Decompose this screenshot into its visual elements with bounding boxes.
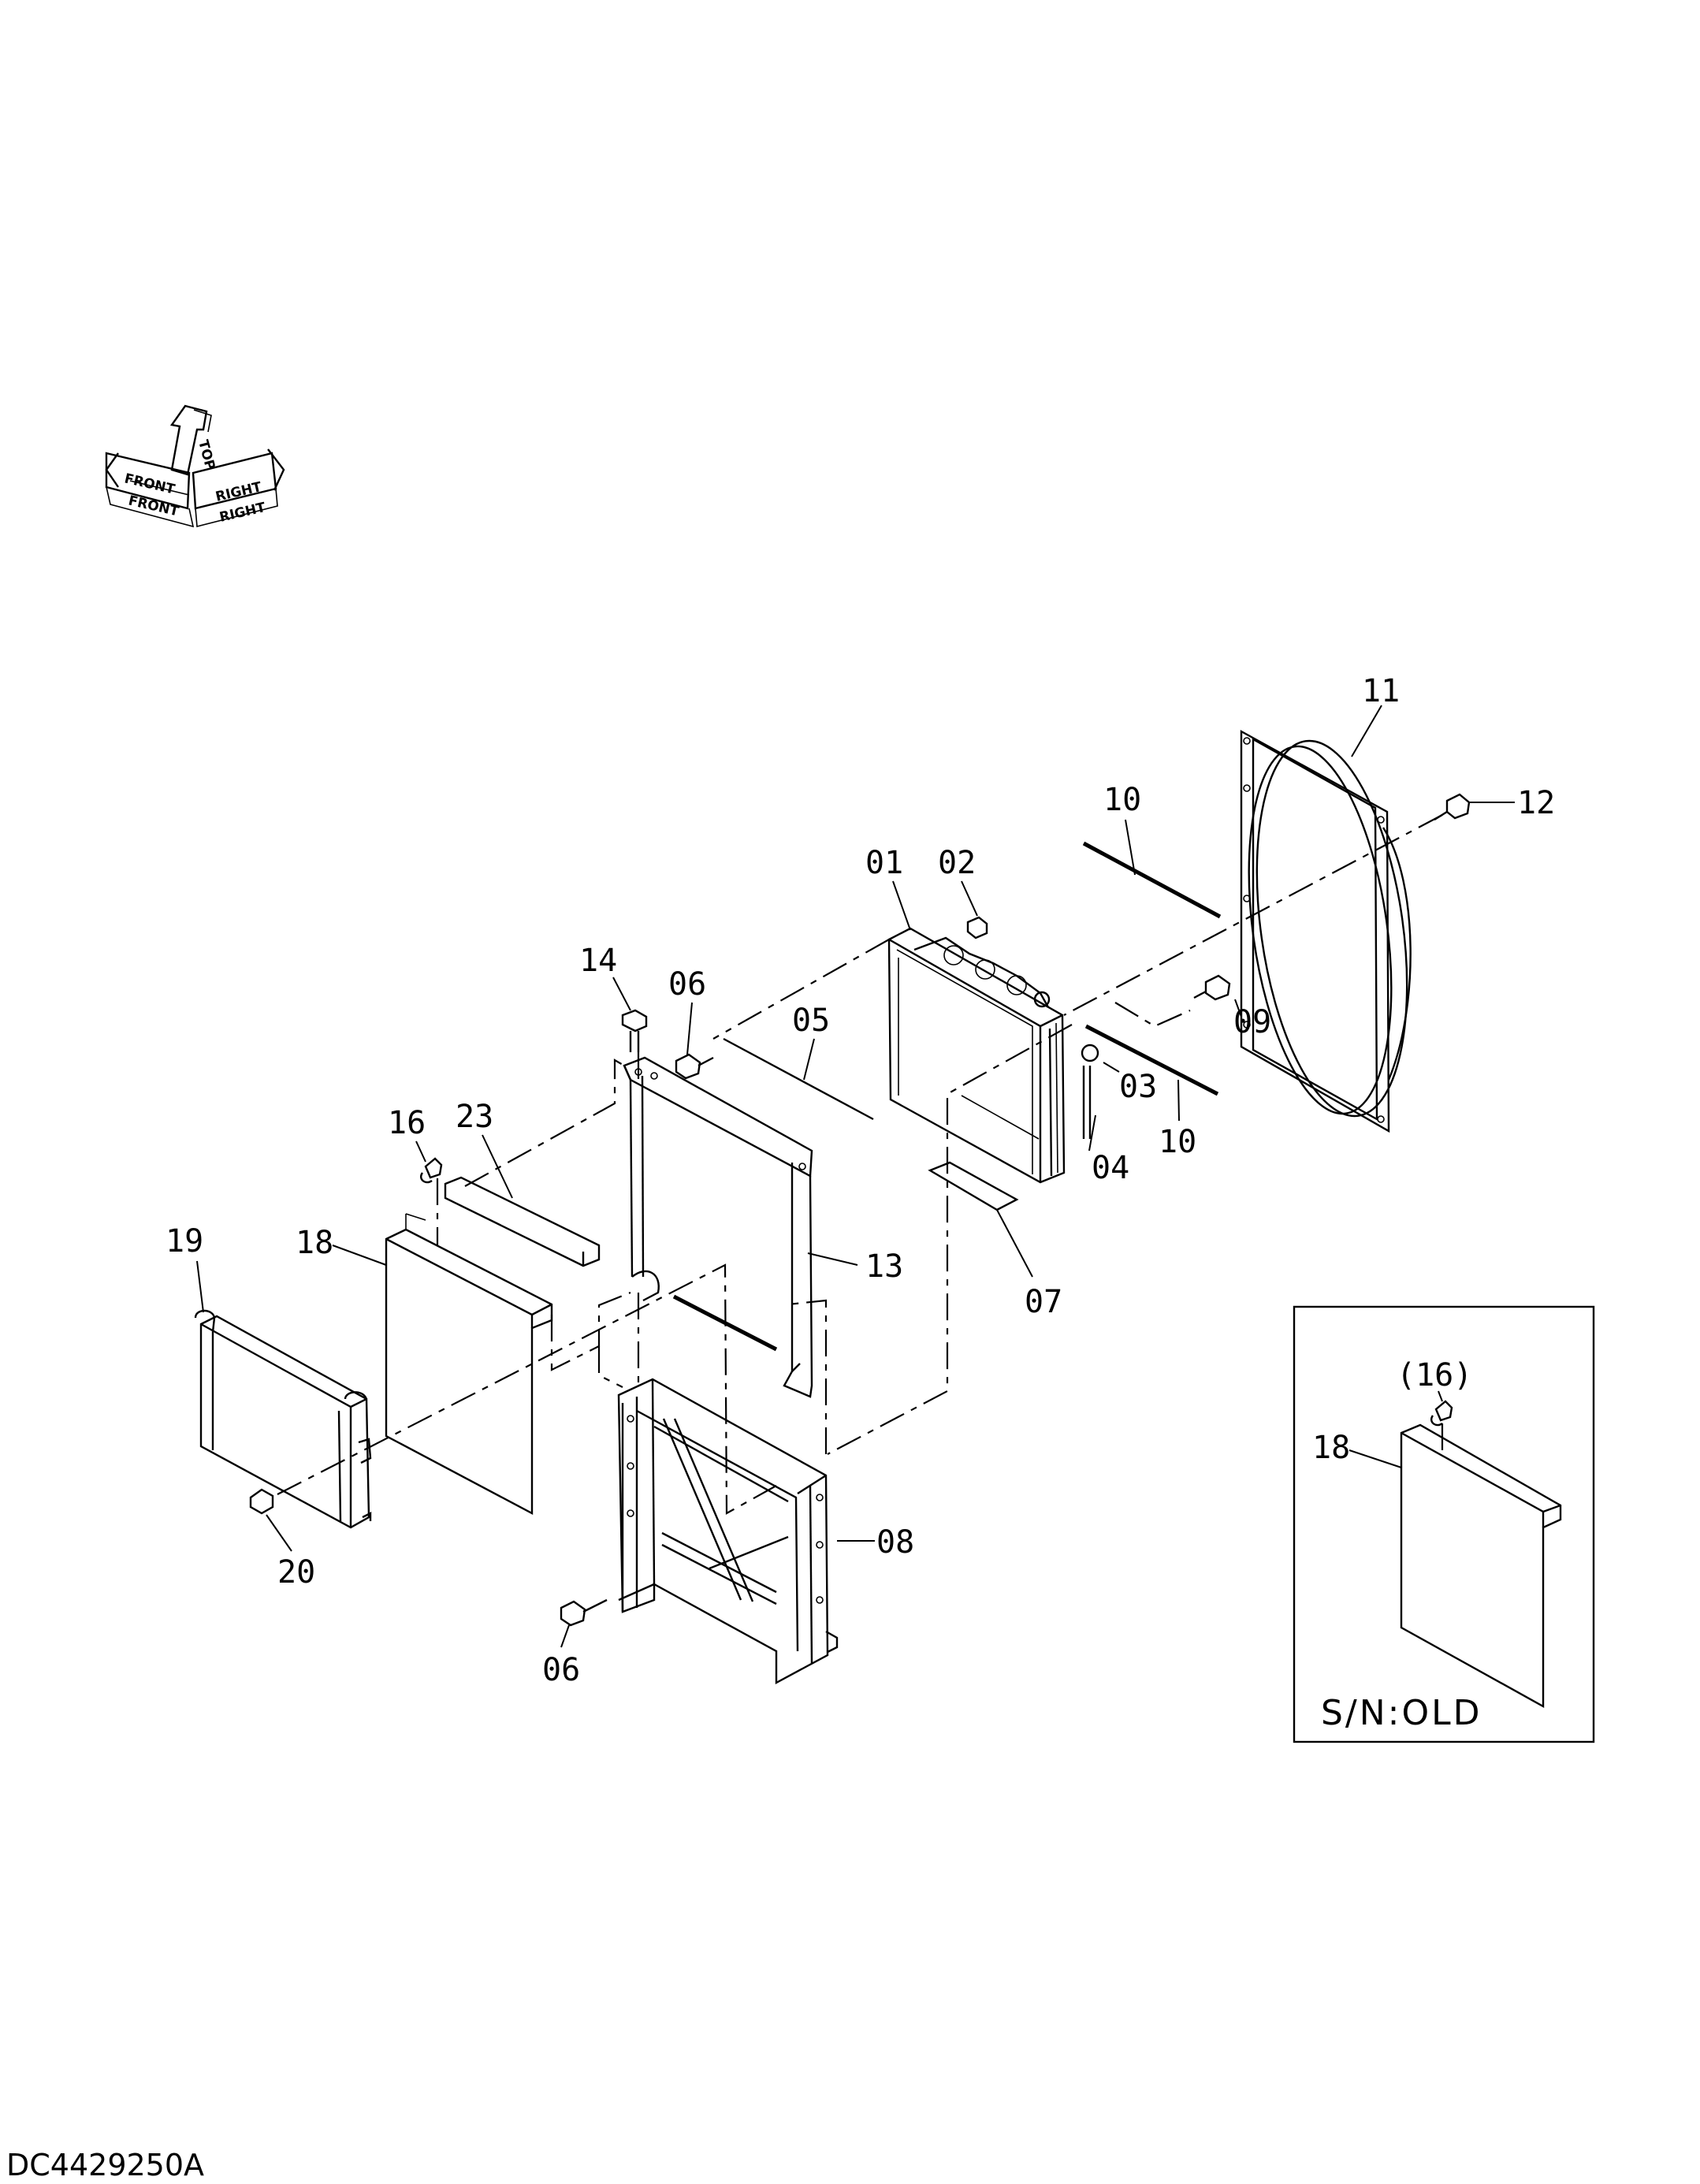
callout-16: 16: [388, 1105, 426, 1141]
clip-16: [420, 1157, 443, 1184]
callout-23: 23: [456, 1099, 493, 1135]
plate-07: [928, 1161, 1019, 1211]
callout-10-upper: 10: [1103, 782, 1141, 818]
orientation-indicator: FRONT FRONT TOP RIGHT RIGHT: [105, 404, 285, 528]
bolt-09: [1193, 974, 1231, 1001]
assembly-centerlines: [277, 814, 1443, 1515]
oil-cooler-19: [194, 1309, 372, 1529]
callout-05: 05: [792, 1003, 830, 1039]
callout-08: 08: [876, 1524, 914, 1561]
radiator-cap-02: [966, 916, 988, 939]
callout-13: 13: [865, 1248, 903, 1285]
orientation-right-label-shadow: RIGHT: [218, 500, 268, 526]
callout-07: 07: [1025, 1284, 1062, 1320]
callout-14: 14: [579, 943, 617, 979]
bolt-06-upper: [675, 1053, 714, 1080]
callout-02: 02: [938, 845, 976, 881]
diagram-id: DC4429250A: [6, 2148, 204, 2182]
seal-strip-lower: [1084, 1024, 1219, 1096]
callout-01: 01: [865, 845, 903, 881]
callout-09: 09: [1233, 1004, 1271, 1040]
callout-04: 04: [1092, 1150, 1129, 1186]
callout-11: 11: [1362, 673, 1400, 709]
radiator-core: [887, 927, 1066, 1184]
callout-06-upper: 06: [668, 966, 706, 1003]
drain-cock-03: [1081, 1044, 1099, 1062]
seal-strip-upper: [1082, 841, 1222, 919]
callout-20: 20: [277, 1554, 315, 1591]
seal-23: [444, 1176, 601, 1267]
callout-19: 19: [166, 1223, 203, 1259]
callout-labels: 11 12 10 01 02 09 03 04 10 05 06 14 16 2…: [166, 673, 1555, 1688]
leader-lines: [196, 705, 1515, 1648]
bolt-14: [621, 1009, 648, 1052]
callout-18: 18: [296, 1225, 333, 1261]
nut-20: [249, 1488, 274, 1515]
orientation-top-label: TOP: [195, 438, 218, 471]
cover-18: [385, 1213, 553, 1515]
support-bracket-13: [623, 1056, 813, 1398]
inset-callout-16: (16): [1397, 1357, 1472, 1393]
callout-10-lower: 10: [1159, 1124, 1196, 1160]
callout-06-lower: 06: [542, 1652, 580, 1688]
mounting-frame-08: [617, 1378, 839, 1685]
inset-sn-old: (16) 18 S/N:OLD: [1293, 1305, 1595, 1743]
callout-12: 12: [1517, 785, 1555, 821]
inset-title: S/N:OLD: [1321, 1693, 1482, 1733]
drain-hose-04: [1082, 1066, 1092, 1139]
inset-callout-18: 18: [1312, 1430, 1350, 1466]
bolt-06-lower: [560, 1598, 608, 1627]
stay-rod-05: [723, 1037, 874, 1121]
callout-03: 03: [1119, 1069, 1157, 1105]
fan-shroud: [1240, 729, 1412, 1133]
